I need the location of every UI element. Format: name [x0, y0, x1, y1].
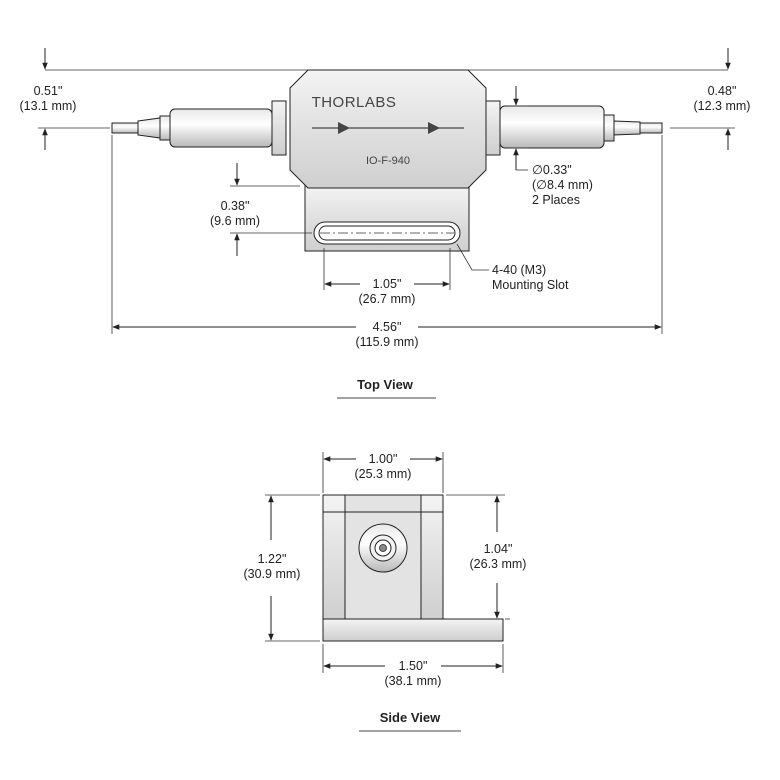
diameter-inch: ∅0.33" — [532, 163, 572, 177]
right-pigtail — [485, 100, 663, 156]
overall-length-dimension — [111, 135, 663, 334]
beam-direction-arrow — [312, 122, 464, 134]
right-height-dimension — [670, 48, 735, 150]
left-pigtail — [111, 100, 287, 156]
base-offset-dimension — [230, 163, 312, 256]
side-body-height-dimension — [446, 494, 510, 620]
base-offset-mm: (9.6 mm) — [210, 214, 260, 228]
left-height-dimension — [38, 48, 110, 150]
left-height-mm: (13.1 mm) — [20, 99, 77, 113]
side-total-height-dimension — [265, 494, 320, 642]
side-width-top-dimension — [322, 452, 444, 493]
side-body-height-mm: (26.3 mm) — [470, 557, 527, 571]
side-body-height-inch: 1.04" — [484, 542, 513, 556]
slot-length-mm: (26.7 mm) — [359, 292, 416, 306]
left-height-inch: 0.51" — [34, 84, 63, 98]
side-base-plate — [322, 618, 504, 642]
side-view-title: Side View — [380, 710, 441, 725]
brand-logo: THORLABS — [312, 94, 397, 111]
diameter-mm: (∅8.4 mm) — [532, 178, 593, 192]
side-base-width-inch: 1.50" — [399, 659, 428, 673]
top-view-title: Top View — [357, 377, 414, 392]
overall-length-mm: (115.9 mm) — [356, 335, 419, 349]
model-label: IO-F-940 — [366, 155, 410, 167]
side-total-height-inch: 1.22" — [258, 552, 287, 566]
overall-length-inch: 4.56" — [373, 320, 402, 334]
diameter-note: 2 Places — [532, 193, 580, 207]
diameter-dimension — [510, 86, 528, 171]
slot-leader-line — [456, 243, 489, 271]
right-height-inch: 0.48" — [708, 84, 737, 98]
side-view: 1.00" (25.3 mm) 1.22" (30.9 mm) 1.04" (2… — [244, 452, 527, 732]
slot-callout-line2: Mounting Slot — [492, 278, 569, 292]
side-base-width-dimension — [322, 644, 504, 673]
slot-length-inch: 1.05" — [373, 277, 402, 291]
side-total-height-mm: (30.9 mm) — [244, 567, 301, 581]
slot-length-dimension — [323, 248, 451, 290]
side-width-top-mm: (25.3 mm) — [355, 467, 412, 481]
right-height-mm: (12.3 mm) — [694, 99, 751, 113]
base-offset-inch: 0.38" — [221, 199, 250, 213]
top-view: THORLABS IO-F-940 0.51" (13.1 mm) 0.48" … — [20, 48, 751, 399]
side-width-top-inch: 1.00" — [369, 452, 398, 466]
side-base-width-mm: (38.1 mm) — [385, 674, 442, 688]
slot-callout-line1: 4-40 (M3) — [492, 263, 546, 277]
isolator-body — [289, 69, 487, 189]
fiber-port-icon — [358, 523, 408, 573]
